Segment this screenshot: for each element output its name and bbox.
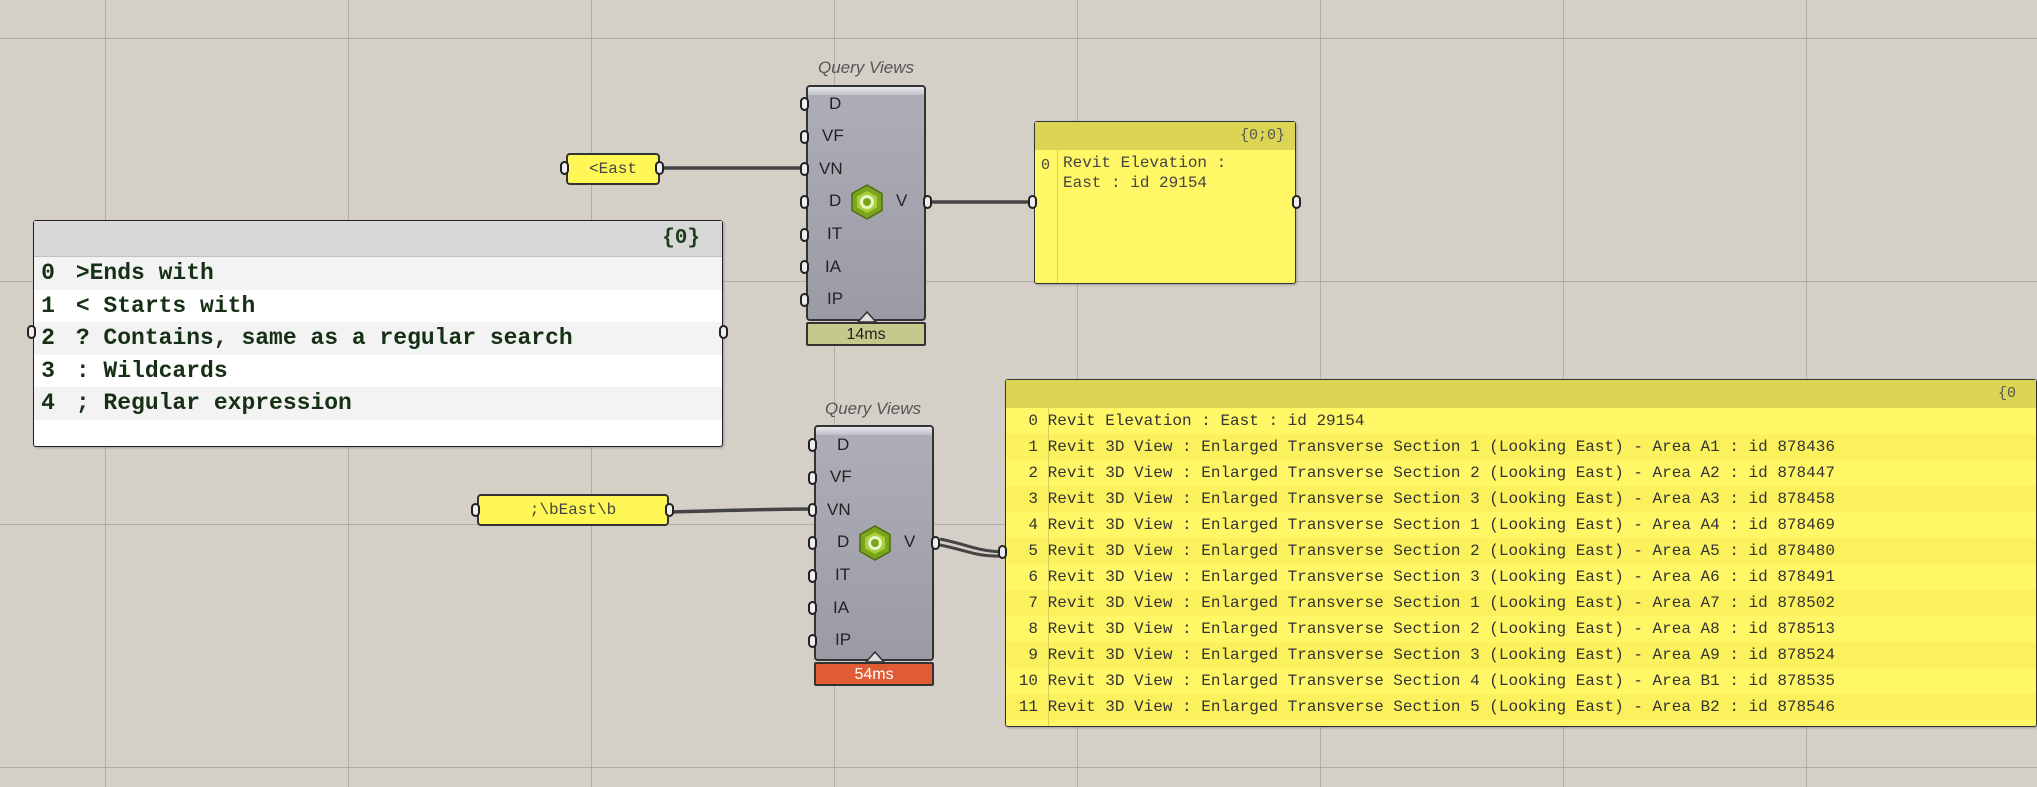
notes-row: 0 >Ends with xyxy=(34,257,722,290)
component-top-grip-it[interactable] xyxy=(800,228,809,242)
result-row: 10 Revit 3D View : Enlarged Transverse S… xyxy=(1018,672,1835,690)
component-bottom-grip-d2[interactable] xyxy=(808,536,817,550)
result-row: 7 Revit 3D View : Enlarged Transverse Se… xyxy=(1006,590,2036,616)
component-top-grip-ip[interactable] xyxy=(800,293,809,307)
result-row: 8 Revit 3D View : Enlarged Transverse Se… xyxy=(1028,620,1835,638)
component-top-grip-ia[interactable] xyxy=(800,260,809,274)
component-top-grip-d[interactable] xyxy=(800,97,809,111)
component-bottom-grip-it[interactable] xyxy=(808,569,817,583)
result-row: 11 Revit 3D View : Enlarged Transverse S… xyxy=(1006,694,2036,720)
result-row: 6 Revit 3D View : Enlarged Transverse Se… xyxy=(1028,568,1835,586)
component-bottom-grip-vf[interactable] xyxy=(808,471,817,485)
result-row: 5 Revit 3D View : Enlarged Transverse Se… xyxy=(1006,538,2036,564)
component-bottom-input-d[interactable]: D xyxy=(837,435,850,454)
notes-row: 2 ? Contains, same as a regular search xyxy=(34,322,722,355)
wire-bottom-v-to-result xyxy=(939,537,1006,554)
component-bottom-grip-v[interactable] xyxy=(931,536,940,550)
result-row: 2 Revit 3D View : Enlarged Transverse Se… xyxy=(1028,464,1835,482)
component-bottom-input-vf[interactable]: VF xyxy=(830,467,852,486)
component-bottom-grip-vn[interactable] xyxy=(808,503,817,517)
revit-hex-icon xyxy=(859,525,891,561)
param-regex-input-grip[interactable] xyxy=(471,503,480,517)
component-bottom-grip-ip[interactable] xyxy=(808,634,817,648)
component-bottom-grip-d[interactable] xyxy=(808,438,817,452)
notes-panel-header: {0} xyxy=(34,221,722,257)
component-top-input-ia[interactable]: IA xyxy=(825,257,842,276)
component-bottom-output-v[interactable]: V xyxy=(904,532,916,551)
notes-row: 4 ; Regular expression xyxy=(34,387,722,420)
component-top-grip-vf[interactable] xyxy=(800,130,809,144)
component-top-input-vn[interactable]: VN xyxy=(819,159,843,178)
result-row: 9 Revit 3D View : Enlarged Transverse Se… xyxy=(1006,642,2036,668)
notes-row: 3 : Wildcards xyxy=(41,357,228,384)
component-top-grip-vn[interactable] xyxy=(800,162,809,176)
param-east-output-grip[interactable] xyxy=(655,161,664,175)
component-bottom-input-ip[interactable]: IP xyxy=(835,630,852,649)
component-bottom-title: Query Views xyxy=(824,399,922,418)
result-top-input-grip[interactable] xyxy=(1028,195,1037,209)
wire-bottom-v-to-result-2 xyxy=(939,543,1006,558)
result-panel-bottom-header: {0 xyxy=(1006,380,2036,408)
component-top-input-ip[interactable]: IP xyxy=(827,289,844,308)
component-bottom-input-it[interactable]: IT xyxy=(835,565,851,584)
result-bottom-input-grip[interactable] xyxy=(998,545,1007,559)
param-east-input-grip[interactable] xyxy=(560,161,569,175)
notes-output-grip[interactable] xyxy=(719,325,728,339)
result-panel-bottom[interactable]: {0 0 Revit Elevation : East : id 29154 1… xyxy=(1005,379,2037,727)
result-row: 4 Revit 3D View : Enlarged Transverse Se… xyxy=(1028,516,1835,534)
component-bottom-input-ia[interactable]: IA xyxy=(833,598,850,617)
param-regex[interactable]: ;\bEast\b xyxy=(477,494,669,526)
component-top-input-it[interactable]: IT xyxy=(827,224,843,243)
result-panel-bottom-index-column xyxy=(1048,408,1049,726)
param-east[interactable]: <East xyxy=(566,153,660,185)
result-row: 0 Revit Elevation : East : id 29154 xyxy=(1028,412,1365,430)
notes-panel[interactable]: {0} 0 >Ends with 1 < Starts with 2 ? Con… xyxy=(33,220,723,447)
component-top-input-d[interactable]: D xyxy=(829,94,842,113)
component-top-input-vf[interactable]: VF xyxy=(822,126,844,145)
result-row: 3 Revit 3D View : Enlarged Transverse Se… xyxy=(1006,486,2036,512)
component-top-timing: 14ms xyxy=(806,322,926,346)
param-regex-output-grip[interactable] xyxy=(665,503,674,517)
result-panel-bottom-viewport: {0 0 Revit Elevation : East : id 29154 1… xyxy=(1005,379,2037,728)
result-top-output-grip[interactable] xyxy=(1292,195,1301,209)
component-bottom-timing: 54ms xyxy=(814,662,934,686)
revit-hex-icon xyxy=(851,184,883,220)
component-top-title: Query Views xyxy=(817,58,915,77)
result-panel-top[interactable]: {0;0} 0 Revit Elevation : East : id 2915… xyxy=(1034,121,1296,284)
component-bottom-grip-ia[interactable] xyxy=(808,601,817,615)
result-panel-top-text: Revit Elevation : East : id 29154 xyxy=(1063,154,1227,192)
component-bottom-input-vn[interactable]: VN xyxy=(827,500,851,519)
wire-regex-to-vn xyxy=(671,507,815,514)
component-bottom-input-d2[interactable]: D xyxy=(837,532,850,551)
component-bottom-topbar xyxy=(816,427,932,435)
component-top-input-d2[interactable]: D xyxy=(829,191,842,210)
result-panel-top-header: {0;0} xyxy=(1035,122,1295,150)
notes-row: 1 < Starts with xyxy=(41,292,256,319)
component-top-output-v[interactable]: V xyxy=(896,191,908,210)
notes-input-grip[interactable] xyxy=(27,325,36,339)
result-row: 1 Revit 3D View : Enlarged Transverse Se… xyxy=(1006,434,2036,460)
component-top-grip-v[interactable] xyxy=(923,195,932,209)
component-top-grip-d2[interactable] xyxy=(800,195,809,209)
result-panel-top-index: 0 xyxy=(1041,157,1051,174)
component-top-topbar xyxy=(808,87,924,95)
result-panel-top-index-column xyxy=(1057,150,1058,283)
